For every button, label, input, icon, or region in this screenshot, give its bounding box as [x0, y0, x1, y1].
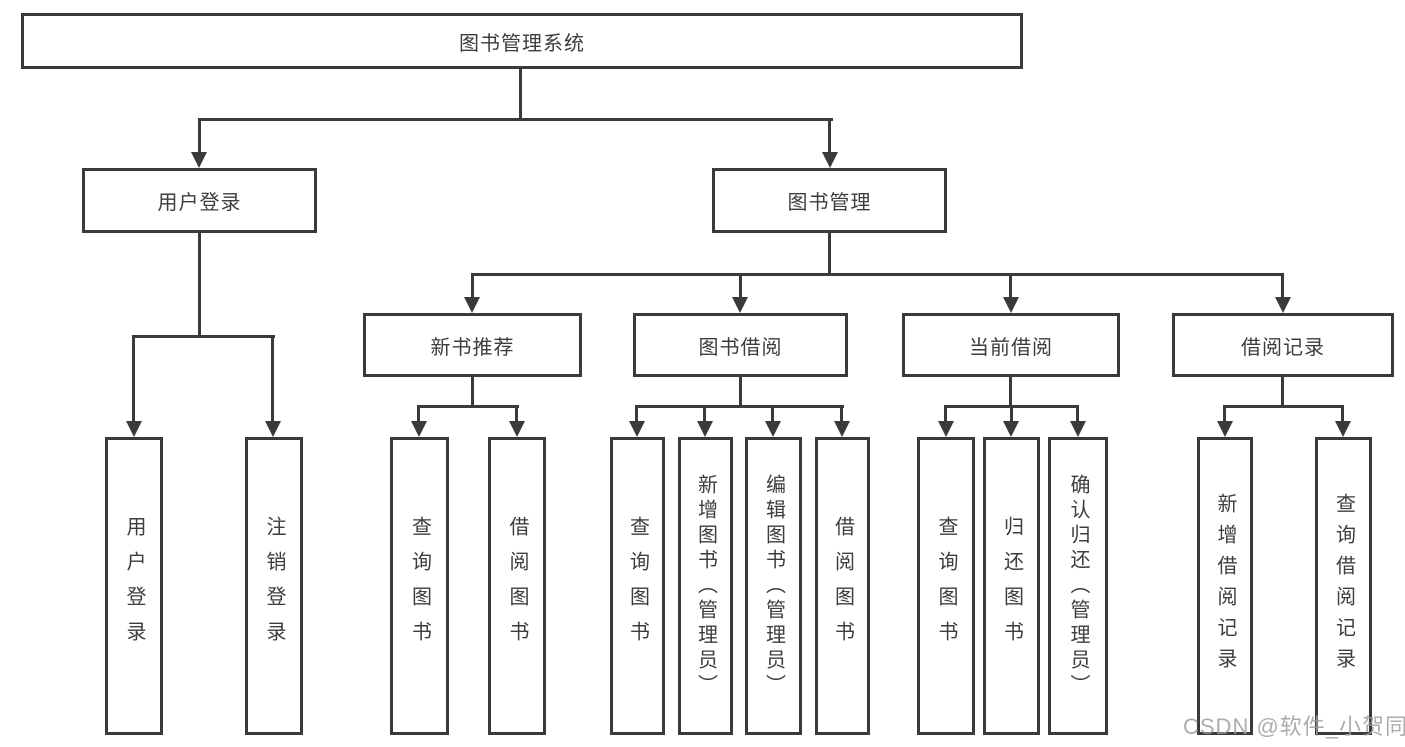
leaf-confirm-return-admin: 确认归还（管理员） [1048, 437, 1108, 735]
node-label: 注销登录 [263, 516, 285, 656]
connector-line [1223, 405, 1226, 423]
connector-arrowhead-icon [629, 421, 645, 437]
leaf-borrow-books-borrowing: 借阅图书 [815, 437, 870, 735]
connector-line [198, 118, 833, 121]
leaf-query-books-current: 查询图书 [917, 437, 975, 735]
connector-line [828, 118, 831, 154]
node-label: 新书推荐 [430, 336, 515, 359]
node-label: 图书借阅 [698, 336, 783, 359]
node-book-management: 图书管理 [712, 168, 947, 233]
connector-line [1076, 405, 1079, 423]
connector-arrowhead-icon [191, 152, 207, 168]
connector-line [739, 377, 742, 407]
connector-line [1281, 273, 1284, 299]
node-label: 查询借阅记录 [1332, 493, 1355, 679]
connector-line [1341, 405, 1344, 423]
connector-line [198, 233, 201, 335]
connector-line [828, 233, 831, 273]
connector-line [471, 273, 1284, 276]
connector-arrowhead-icon [1070, 421, 1086, 437]
connector-line [944, 405, 947, 423]
connector-arrowhead-icon [938, 421, 954, 437]
node-label: 编辑图书（管理员） [762, 473, 785, 699]
leaf-return-books: 归还图书 [983, 437, 1040, 735]
leaf-add-book-admin: 新增图书（管理员） [678, 437, 733, 735]
leaf-query-borrow-record: 查询借阅记录 [1315, 437, 1372, 735]
node-label: 图书管理系统 [459, 32, 585, 55]
connector-arrowhead-icon [1003, 421, 1019, 437]
watermark-text: CSDN @软件_小贺同学 [1183, 714, 1405, 739]
connector-arrowhead-icon [822, 152, 838, 168]
node-book-management-system: 图书管理系统 [21, 13, 1023, 69]
connector-line [1009, 377, 1012, 407]
node-borrowing-records: 借阅记录 [1172, 313, 1394, 377]
connector-line [132, 335, 135, 423]
connector-arrowhead-icon [1217, 421, 1233, 437]
connector-arrowhead-icon [1275, 297, 1291, 313]
connector-line [271, 335, 274, 423]
connector-arrowhead-icon [126, 421, 142, 437]
connector-line [840, 405, 843, 423]
leaf-borrow-books-recommend: 借阅图书 [488, 437, 546, 735]
leaf-logout: 注销登录 [245, 437, 303, 735]
node-label: 新增图书（管理员） [694, 473, 717, 699]
connector-arrowhead-icon [1335, 421, 1351, 437]
connector-line [636, 405, 844, 408]
connector-line [771, 405, 774, 423]
connector-line [133, 335, 275, 338]
connector-line [1010, 405, 1013, 423]
node-label: 图书管理 [787, 192, 872, 214]
connector-arrowhead-icon [464, 297, 480, 313]
connector-line [515, 405, 518, 423]
node-label: 借阅记录 [1241, 336, 1325, 359]
node-label: 用户登录 [157, 192, 242, 214]
connector-arrowhead-icon [834, 421, 850, 437]
connector-line [1281, 377, 1284, 407]
node-label: 查询图书 [626, 516, 649, 656]
leaf-add-borrow-record: 新增借阅记录 [1197, 437, 1253, 735]
connector-arrowhead-icon [697, 421, 713, 437]
node-label: 查询图书 [935, 516, 957, 656]
connector-line [198, 118, 201, 154]
connector-line [703, 405, 706, 423]
leaf-user-login: 用户登录 [105, 437, 163, 735]
connector-arrowhead-icon [732, 297, 748, 313]
node-label: 归还图书 [1000, 516, 1023, 656]
node-label: 新增借阅记录 [1214, 493, 1236, 679]
connector-line [739, 273, 742, 299]
node-label: 查询图书 [408, 516, 431, 656]
connector-arrowhead-icon [1003, 297, 1019, 313]
connector-arrowhead-icon [765, 421, 781, 437]
node-book-borrowing: 图书借阅 [633, 313, 848, 377]
connector-line [471, 273, 474, 299]
connector-line [417, 405, 420, 423]
connector-line [418, 405, 519, 408]
connector-arrowhead-icon [265, 421, 281, 437]
connector-line [1224, 405, 1344, 408]
connector-line [1009, 273, 1012, 299]
leaf-query-books-borrowing: 查询图书 [610, 437, 665, 735]
leaf-edit-book-admin: 编辑图书（管理员） [745, 437, 802, 735]
node-label: 借阅图书 [506, 516, 528, 656]
node-label: 当前借阅 [969, 336, 1053, 359]
connector-line [471, 377, 474, 407]
node-label: 确认归还（管理员） [1067, 473, 1089, 699]
node-current-borrowing: 当前借阅 [902, 313, 1120, 377]
node-new-book-recommend: 新书推荐 [363, 313, 582, 377]
connector-line [519, 69, 522, 118]
node-user-login: 用户登录 [82, 168, 317, 233]
connector-arrowhead-icon [411, 421, 427, 437]
connector-arrowhead-icon [509, 421, 525, 437]
connector-line [635, 405, 638, 423]
node-label: 借阅图书 [831, 516, 854, 656]
leaf-query-books-recommend: 查询图书 [390, 437, 449, 735]
node-label: 用户登录 [123, 516, 145, 656]
